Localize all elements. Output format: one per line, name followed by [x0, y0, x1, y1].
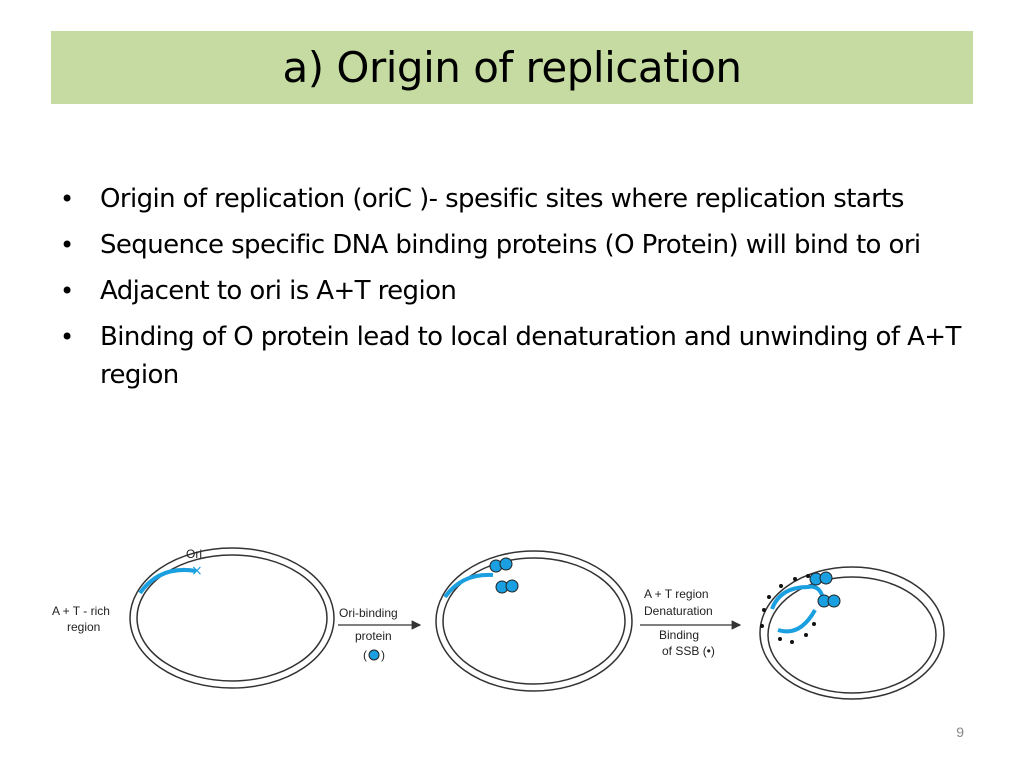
outer-strand [759, 566, 945, 700]
protein-icon [499, 557, 513, 571]
protein-icon [505, 579, 519, 593]
bullet-item: • Origin of replication (oriC )- spesific… [58, 180, 978, 218]
bullet-text: Sequence specific DNA binding proteins (… [100, 230, 921, 260]
bullet-item: • Adjacent to ori is A+T region [58, 272, 978, 310]
separated-strand-bottom [777, 608, 817, 634]
ori-label: Ori [186, 547, 202, 561]
bullet-list: • Origin of replication (oriC )- spesific… [58, 180, 978, 402]
plasmid-ori-stage: × Ori A + T - rich region [52, 547, 335, 689]
bullet-item: • Binding of O protein lead to local dena… [58, 318, 978, 394]
step1-paren-close: ) [381, 648, 385, 662]
arrow-step-1: Ori-binding protein ( ) [338, 606, 422, 662]
step2-label-3: Binding [659, 628, 699, 642]
plasmid-denatured-stage [759, 566, 945, 700]
plasmid-binding-stage [435, 550, 633, 692]
bullet-icon: • [60, 185, 74, 213]
protein-icon [827, 594, 841, 608]
bullet-icon: • [60, 323, 74, 351]
title-band: a) Origin of replication [51, 31, 973, 104]
outer-strand [129, 547, 335, 689]
inner-strand [442, 557, 626, 685]
bullet-text: Adjacent to ori is A+T region [100, 276, 457, 306]
at-rich-segment [138, 568, 197, 595]
step1-label-2: protein [355, 629, 392, 643]
bullet-icon: • [60, 277, 74, 305]
protein-icon [819, 571, 833, 585]
ssb-dots [760, 574, 816, 644]
step1-label-1: Ori-binding [339, 606, 398, 620]
step1-paren-open: ( [363, 648, 367, 662]
arrow-step-2: A + T region Denaturation Binding of SSB… [640, 587, 742, 658]
step2-label-4: of SSB (•) [662, 644, 715, 658]
step2-label-1: A + T region [644, 587, 709, 601]
inner-strand [136, 554, 328, 682]
at-rich-label: A + T - rich [52, 604, 110, 618]
bullet-text: Origin of replication (oriC )- spesific … [100, 184, 904, 214]
slide-title: a) Origin of replication [282, 42, 742, 92]
ori-cross-icon: × [191, 563, 203, 579]
separated-strand-top [770, 584, 824, 610]
outer-strand [435, 550, 633, 692]
bullet-text: Binding of O protein lead to local denat… [100, 322, 961, 390]
bullet-item: • Sequence specific DNA binding proteins … [58, 226, 978, 264]
bullet-icon: • [60, 231, 74, 259]
at-rich-segment [443, 572, 494, 599]
protein-icon [368, 649, 380, 661]
at-rich-label-region: region [67, 620, 100, 634]
page-number: 9 [956, 724, 964, 740]
replication-diagram: × Ori A + T - rich region Ori-binding pr… [52, 547, 945, 700]
step2-label-2: Denaturation [644, 604, 713, 618]
inner-strand [767, 576, 937, 694]
